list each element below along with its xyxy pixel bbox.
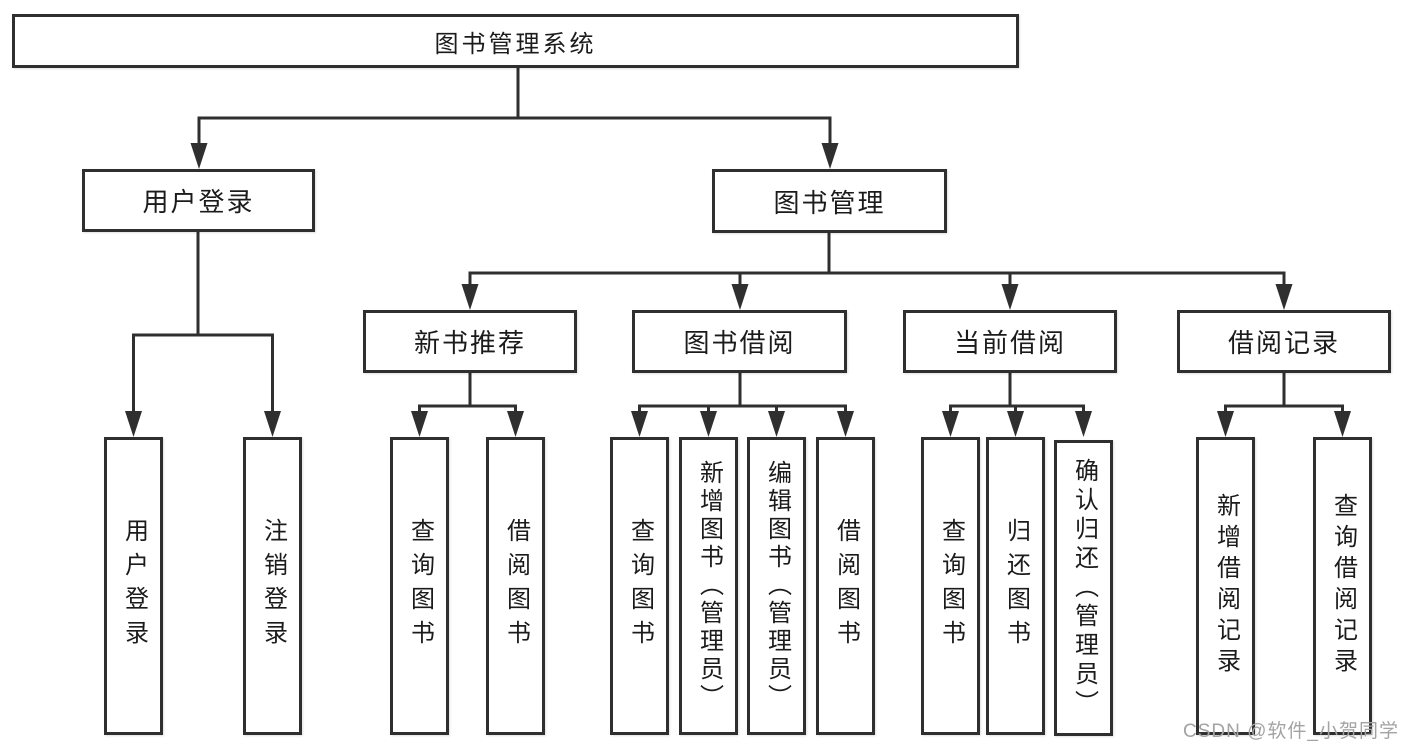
node-borrowing-records: 借阅记录: [1177, 310, 1391, 373]
leaf-return-book: 归还图书: [986, 437, 1045, 735]
leaf-edit-book-admin: 编辑图书（管理员）: [747, 437, 806, 735]
leaf-user-login: 用户登录: [104, 437, 163, 735]
arrowheads: [125, 143, 1351, 437]
watermark: CSDN @软件_小贺同学: [1183, 721, 1399, 742]
connector-borrowing-records: [1224, 373, 1344, 418]
leaf-add-borrow-record: 新增借阅记录: [1196, 437, 1255, 735]
connector-user-login: [132, 232, 274, 418]
leaf-query-borrow-record: 查询借阅记录: [1313, 437, 1372, 735]
leaf-borrow-book-1: 借阅图书: [486, 437, 545, 735]
leaf-query-book-1: 查询图书: [390, 437, 449, 735]
leaf-borrow-book-2: 借阅图书: [816, 437, 875, 735]
connector-book-management: [468, 233, 1286, 291]
leaf-query-book-3: 查询图书: [921, 437, 980, 735]
node-book-management: 图书管理: [712, 169, 947, 233]
node-user-login: 用户登录: [82, 169, 315, 232]
node-new-book-recommend: 新书推荐: [363, 310, 577, 373]
leaf-add-book-admin: 新增图书（管理员）: [679, 437, 738, 735]
connector-root: [197, 68, 832, 150]
leaf-confirm-return-admin: 确认归还（管理员）: [1054, 440, 1113, 736]
node-current-borrowing: 当前借阅: [903, 310, 1117, 373]
node-root: 图书管理系统: [12, 14, 1019, 68]
leaf-query-book-2: 查询图书: [610, 437, 669, 735]
node-book-borrowing: 图书借阅: [632, 310, 847, 373]
connector-book-borrowing: [638, 373, 847, 418]
connector-new-book-recommend: [418, 373, 517, 418]
leaf-logout: 注销登录: [243, 437, 302, 735]
